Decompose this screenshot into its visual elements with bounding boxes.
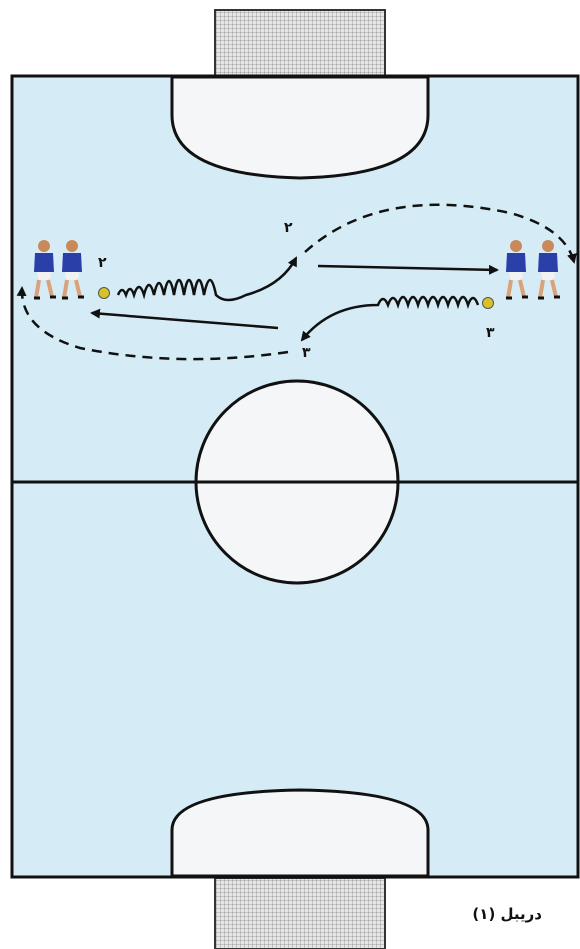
bottom-center-label: ۳ — [302, 345, 311, 361]
bottom-goal-net — [214, 877, 386, 949]
pass-arrow-left — [90, 308, 279, 330]
ball-icon — [98, 287, 110, 299]
left-dribble-zigzag — [116, 256, 298, 302]
pass-arrow-right — [317, 264, 499, 275]
run-dashed-bottom — [16, 286, 289, 361]
left-player-group: ۲ — [34, 240, 110, 300]
diagram-caption: دریبل (۱) — [472, 905, 542, 923]
run-dashed-top — [304, 203, 577, 264]
bottom-penalty-area — [170, 788, 430, 878]
right-dribble-zigzag — [300, 295, 480, 342]
top-goal-net — [214, 9, 386, 77]
player-figure — [62, 240, 84, 300]
right-player-group: ۳ — [482, 240, 560, 341]
left-group-label: ۲ — [98, 255, 107, 271]
ball-icon — [482, 297, 494, 309]
top-center-label: ۲ — [284, 220, 293, 236]
top-penalty-area — [170, 75, 430, 180]
player-figure — [34, 240, 56, 300]
right-group-label: ۳ — [486, 325, 495, 341]
player-figure — [538, 240, 560, 300]
player-figure — [506, 240, 528, 300]
